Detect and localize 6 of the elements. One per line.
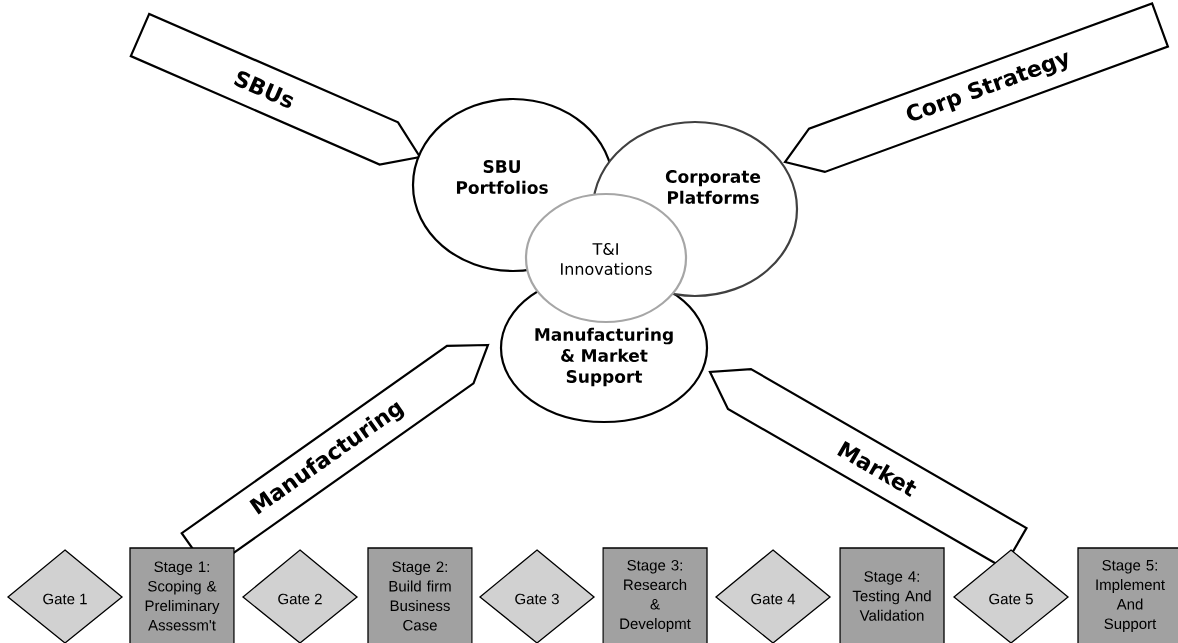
stage-box: Stage 2: Build firm Business Case (367, 547, 473, 643)
stage-box: Stage 3: Research & Developmt (602, 547, 708, 643)
stage-box: Stage 4: Testing And Validation (839, 547, 945, 643)
stage-box: Stage 1: Scoping & Preliminary Assessm't (129, 547, 235, 643)
stage-box: Stage 5: Implement And Support (1077, 547, 1178, 643)
arrow-banner: SBUs (129, 12, 422, 166)
